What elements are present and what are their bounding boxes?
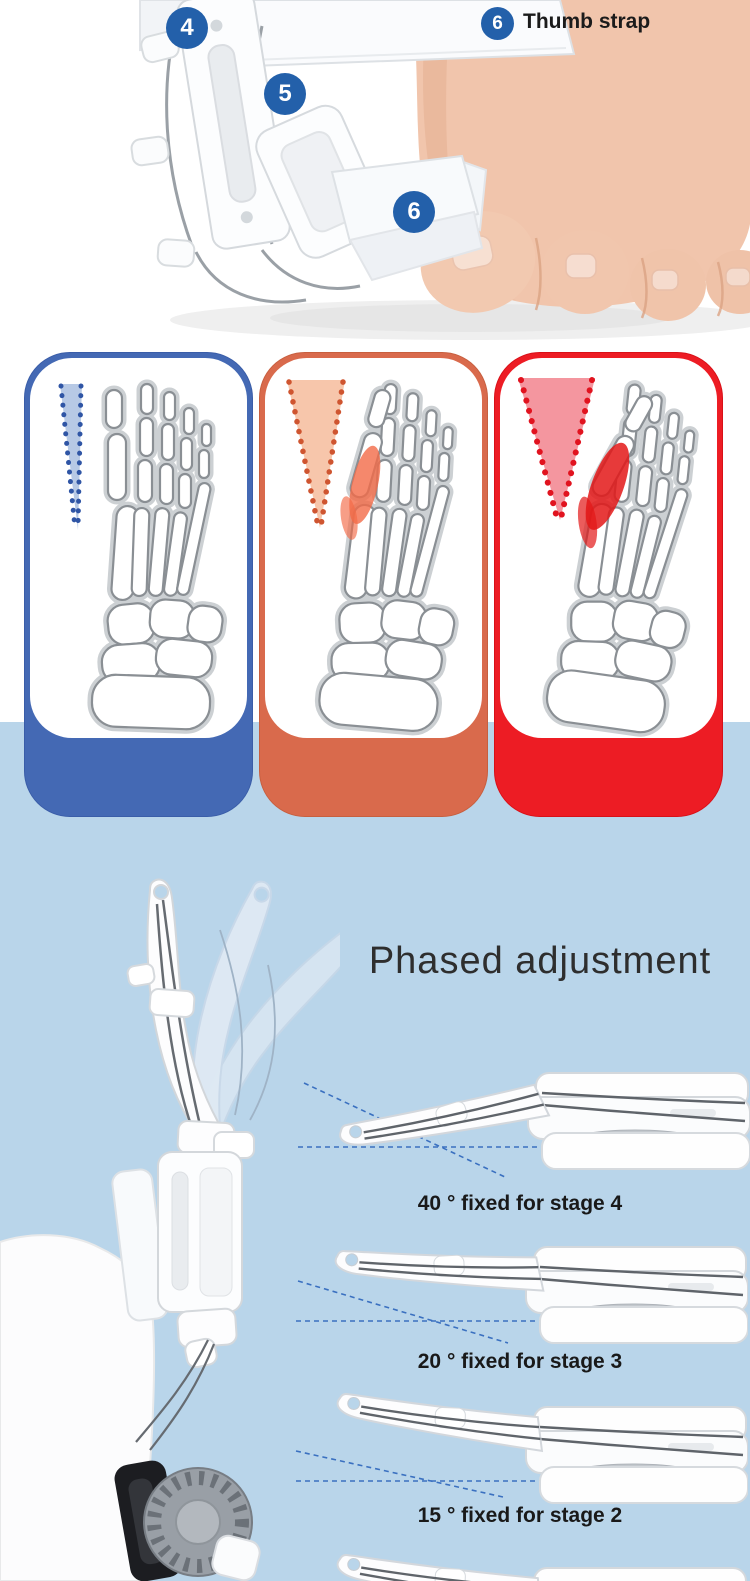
bunion-splint-illustration — [130, 0, 576, 304]
angle-label-stage-3: 20 ° fixed for stage 3 — [417, 1350, 623, 1373]
stage-card-moderate — [259, 352, 488, 817]
badge-number: 6 — [492, 12, 503, 34]
device-angle-20-illustration — [296, 1210, 748, 1345]
product-photo-foot-with-splint: 4 5 6 6 Thumb strap — [0, 0, 750, 352]
badge-number: 5 — [278, 80, 292, 107]
numbered-badge-5: 5 — [264, 73, 306, 115]
badge-number: 6 — [407, 198, 421, 225]
numbered-badge-4: 4 — [166, 7, 208, 49]
legend-thumb-strap-label: Thumb strap — [523, 10, 651, 33]
splint-side-photo-illustration — [0, 876, 340, 1581]
device-angle-40-illustration — [298, 1041, 750, 1195]
phased-adjustment-title: Phased adjustment — [368, 940, 712, 982]
foot-skeleton-severe-illustration — [518, 358, 717, 738]
angle-label-stage-4: 40 ° fixed for stage 4 — [417, 1192, 623, 1215]
stage-card-severe — [494, 352, 723, 817]
angle-label-stage-2: 15 ° fixed for stage 2 — [417, 1504, 623, 1527]
foot-photo-illustration — [130, 0, 750, 340]
tension-dial — [114, 1460, 261, 1581]
foot-skeleton-moderate-illustration — [286, 358, 482, 738]
badge-number: 4 — [180, 14, 194, 41]
numbered-badge-6: 6 — [393, 191, 435, 233]
legend-badge-6: 6 — [481, 7, 514, 40]
foot-skeleton-mild-illustration — [58, 358, 247, 738]
stage-card-mild — [24, 352, 253, 817]
device-angle-15-illustration — [295, 1369, 748, 1505]
